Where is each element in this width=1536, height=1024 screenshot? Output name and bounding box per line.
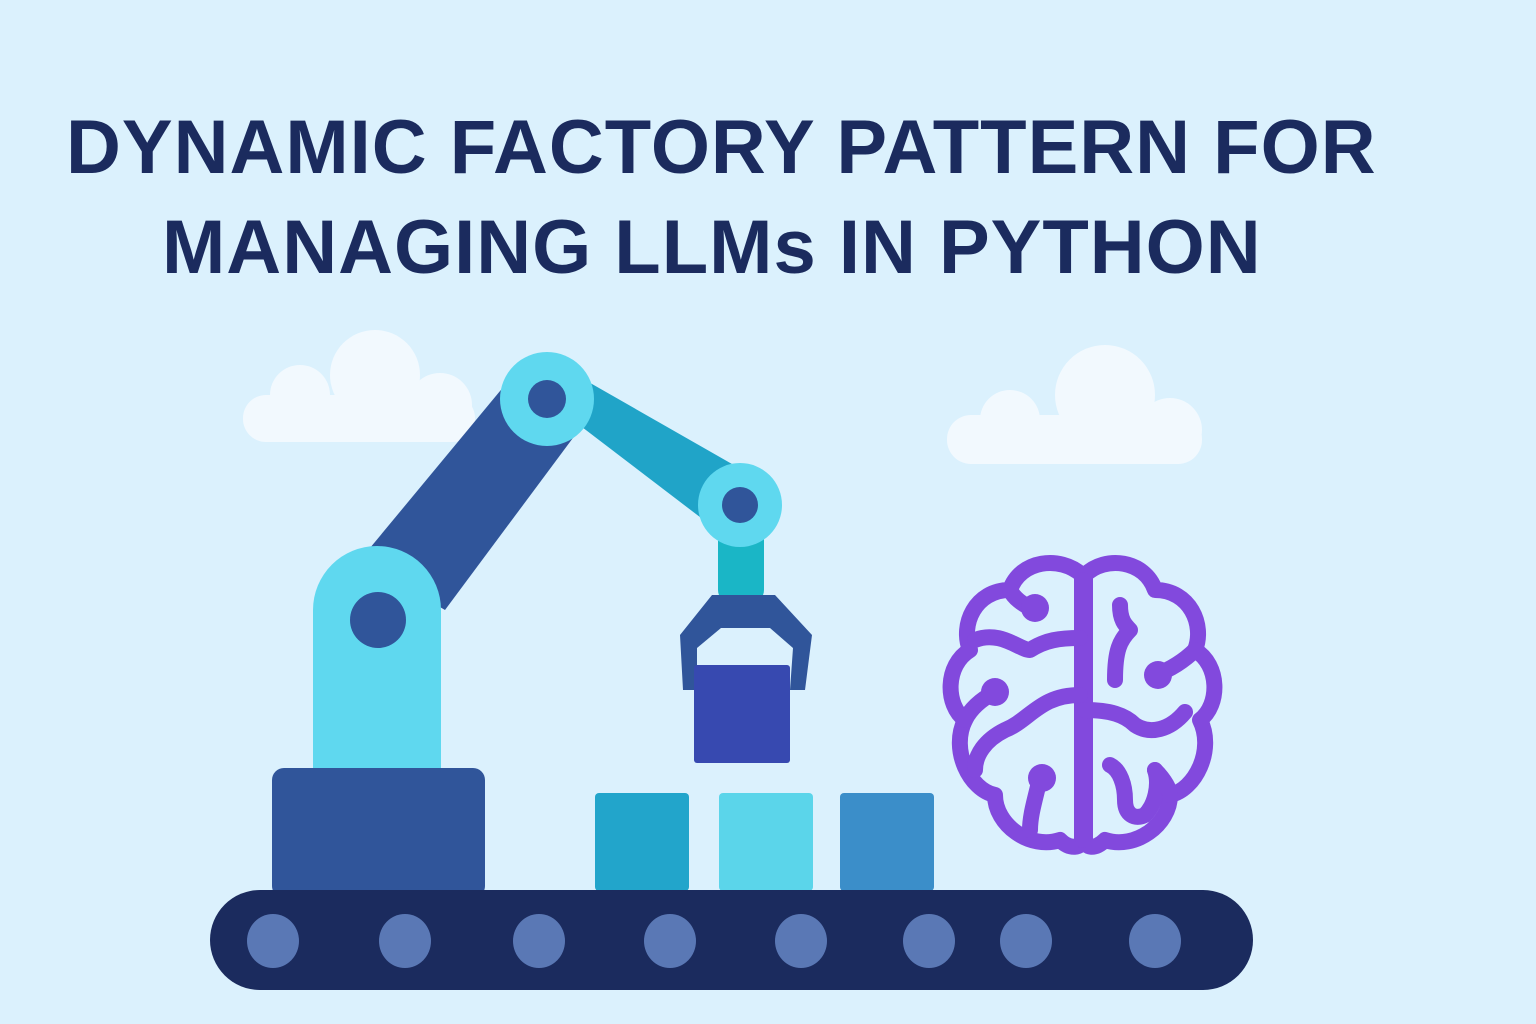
conveyor-belt-icon bbox=[210, 890, 1253, 990]
title-line-2: MANAGING LLMs IN PYTHON bbox=[162, 205, 1262, 290]
block-1 bbox=[595, 793, 689, 891]
cloud-right-icon bbox=[947, 345, 1202, 464]
cloud-left-icon bbox=[243, 330, 475, 442]
title-line-1: DYNAMIC FACTORY PATTERN FOR bbox=[66, 105, 1377, 190]
brain-icon bbox=[942, 555, 1223, 855]
held-block bbox=[694, 665, 790, 763]
block-2 bbox=[719, 793, 813, 891]
robot-arm-icon bbox=[272, 352, 812, 898]
block-3 bbox=[840, 793, 934, 891]
